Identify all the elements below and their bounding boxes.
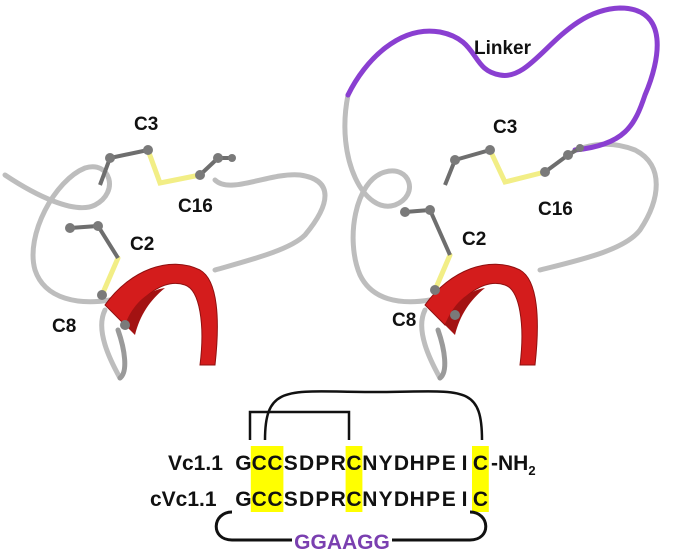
vc11-residue-11: D bbox=[394, 452, 409, 475]
right-label-c16: C16 bbox=[538, 199, 573, 220]
cvc11-residue-6: P bbox=[315, 488, 329, 511]
right-disulfide-c3-c16 bbox=[487, 147, 548, 185]
cvc11-residue-8: C bbox=[346, 488, 361, 511]
left-label-c16: C16 bbox=[178, 196, 213, 217]
vc11-name: Vc1.1 bbox=[168, 452, 223, 475]
right-disulfide-c2-c8 bbox=[432, 252, 453, 293]
left-disulfide-c3-c16 bbox=[145, 147, 203, 186]
vc11-residue-9: N bbox=[362, 452, 377, 475]
left-label-c3: C3 bbox=[134, 114, 158, 135]
left-disulfide-c2-c8 bbox=[99, 255, 121, 298]
vc11-residue-8: C bbox=[346, 452, 361, 475]
vc11-residue-14: E bbox=[442, 452, 456, 475]
vc11-residue-2: C bbox=[252, 452, 267, 475]
cvc11-residue-11: D bbox=[394, 488, 409, 511]
cvc11-residue-13: P bbox=[426, 488, 440, 511]
right-helix bbox=[424, 263, 538, 366]
vc11-residue-13: P bbox=[426, 452, 440, 475]
cys-highlight-8 bbox=[345, 446, 363, 512]
left-helix-inner bbox=[125, 288, 165, 335]
cvc11-residue-10: Y bbox=[379, 488, 393, 511]
right-label-c8: C8 bbox=[392, 310, 416, 331]
cvc11-residue-15: I bbox=[462, 488, 468, 511]
cvc11-residue-14: E bbox=[442, 488, 456, 511]
left-backbone-shadow bbox=[115, 327, 128, 381]
cvc11-residue-16: C bbox=[473, 488, 488, 511]
right-atoms bbox=[400, 144, 584, 320]
right-helix-inner bbox=[445, 288, 485, 335]
vc11-residue-1: G bbox=[235, 452, 251, 475]
cvc11-residue-4: S bbox=[284, 488, 298, 511]
cvc11-residue-7: R bbox=[331, 488, 346, 511]
cvc11-residue-9: N bbox=[362, 488, 377, 511]
right-linker bbox=[345, 5, 660, 153]
right-c16-sidechain bbox=[543, 146, 582, 174]
cvc11-residue-5: D bbox=[299, 488, 314, 511]
cvc11-residue-12: H bbox=[410, 488, 425, 511]
vc11-residue-7: R bbox=[331, 452, 346, 475]
left-label-c8: C8 bbox=[52, 316, 76, 337]
cys-highlight-2 bbox=[250, 446, 268, 512]
left-atoms bbox=[65, 145, 236, 330]
cys-highlight-16 bbox=[472, 446, 489, 512]
vc11-residue-16: C bbox=[473, 452, 488, 475]
left-label-c2: C2 bbox=[130, 234, 154, 255]
linker-sequence: GGAAGG bbox=[294, 531, 390, 554]
cvc11-name: cVc1.1 bbox=[150, 488, 217, 511]
vc11-cterm: -NH2 bbox=[491, 452, 536, 478]
right-structure: Linker C3 C16 C2 C8 bbox=[342, 5, 660, 381]
right-label-c2: C2 bbox=[462, 229, 486, 250]
cysteine-highlights bbox=[250, 446, 489, 512]
cvc11-residue-2: C bbox=[252, 488, 267, 511]
vc11-residue-3: C bbox=[267, 452, 282, 475]
left-helix bbox=[104, 263, 218, 366]
cys-highlight-3 bbox=[266, 446, 284, 512]
right-label-linker: Linker bbox=[474, 38, 532, 59]
vc11-residue-6: P bbox=[315, 452, 329, 475]
left-backbone bbox=[2, 164, 328, 381]
right-c2-sidechain bbox=[404, 207, 452, 256]
cvc11-residue-3: C bbox=[267, 488, 282, 511]
vc11-residue-4: S bbox=[284, 452, 298, 475]
disulfide-bracket-c2-c8 bbox=[248, 410, 351, 440]
vc11-residue-10: Y bbox=[379, 452, 393, 475]
right-c3-sidechain bbox=[443, 148, 491, 186]
vc11-residue-12: H bbox=[410, 452, 425, 475]
right-backbone-shadow bbox=[435, 327, 448, 381]
disulfide-bracket-c3-c16 bbox=[263, 390, 484, 441]
vc11-residue-5: D bbox=[299, 452, 314, 475]
vc11-residue-15: I bbox=[462, 452, 468, 475]
linker-seq-bg bbox=[292, 528, 392, 552]
left-c2-sidechain bbox=[69, 223, 120, 260]
right-label-c3: C3 bbox=[493, 117, 517, 138]
cvc11-residue-1: G bbox=[235, 488, 251, 511]
left-structure: C3 C16 C2 C8 bbox=[2, 114, 328, 381]
